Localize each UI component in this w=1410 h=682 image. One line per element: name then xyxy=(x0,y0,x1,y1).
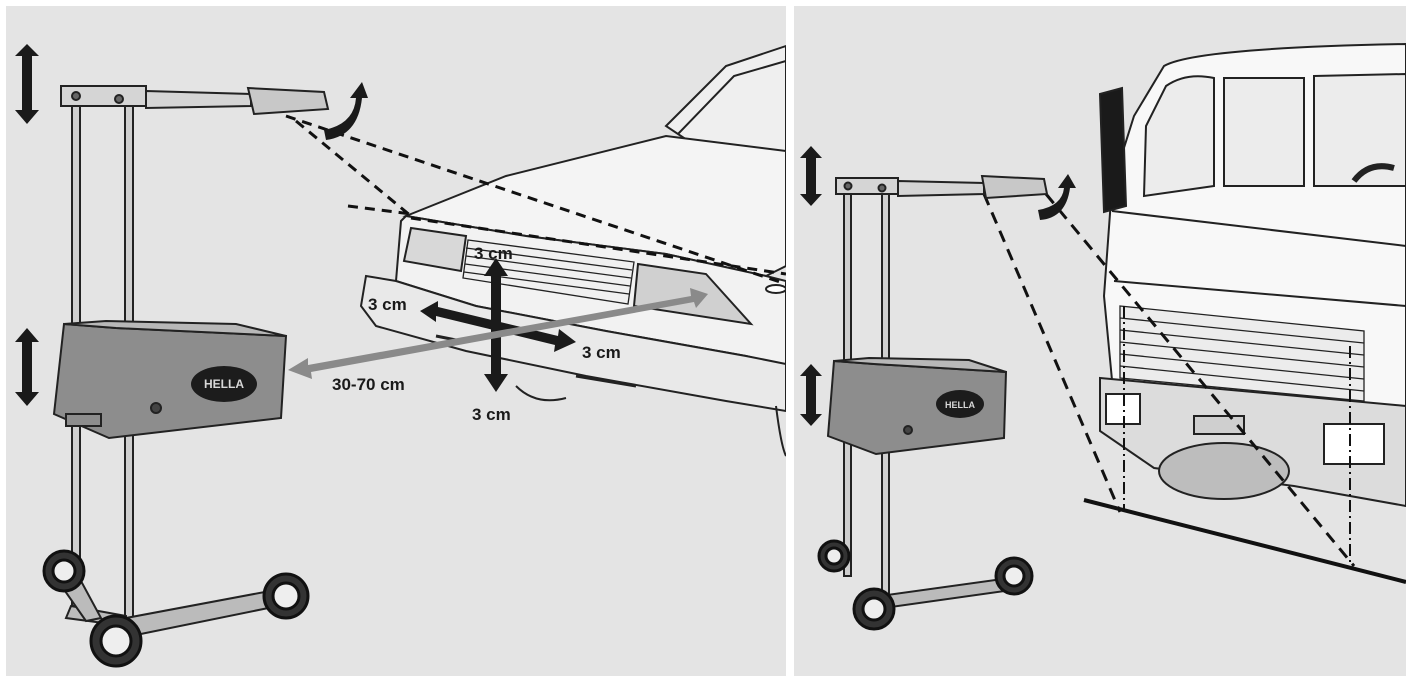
truck-illustration xyxy=(1098,42,1406,508)
vertical-reference-lines xyxy=(1123,306,1351,566)
height-adjust-arrows xyxy=(15,44,39,406)
right-panel-truck-alignment: HELLA xyxy=(794,6,1406,676)
tolerance-arrows xyxy=(420,258,576,392)
stand-wheels xyxy=(42,549,310,668)
truck-alignment-diagram: HELLA xyxy=(800,42,1406,631)
left-panel-car-alignment: HELLA 3 cm 3 cm 3 cm 3 cm 30-70 cm xyxy=(6,6,786,676)
label-3cm-top: 3 cm xyxy=(474,244,513,263)
aiming-device-stand xyxy=(52,85,330,638)
label-distance: 30-70 cm xyxy=(332,375,405,394)
ground-line xyxy=(1083,498,1406,584)
truck-rotate-arrow xyxy=(1038,174,1076,220)
rotate-arrow xyxy=(324,82,368,140)
truck-stand-wheels xyxy=(817,539,1034,631)
label-3cm-left: 3 cm xyxy=(368,295,407,314)
truck-height-adjust-arrows xyxy=(800,146,822,426)
logo-text: HELLA xyxy=(204,377,244,391)
truck-aiming-device-stand xyxy=(826,174,1049,610)
truck-beam-lines xyxy=(982,193,1356,567)
label-3cm-right: 3 cm xyxy=(582,343,621,362)
truck-grille xyxy=(1119,305,1365,402)
hella-logo: HELLA xyxy=(191,366,257,402)
beam-lines xyxy=(285,114,786,286)
label-3cm-bottom: 3 cm xyxy=(472,405,511,424)
truck-logo-text: HELLA xyxy=(945,400,975,410)
car-illustration xyxy=(359,44,786,457)
car-alignment-diagram: HELLA 3 cm 3 cm 3 cm 3 cm 30-70 cm xyxy=(15,44,786,668)
distance-arrow xyxy=(288,288,708,379)
truck-hella-logo: HELLA xyxy=(936,390,984,418)
